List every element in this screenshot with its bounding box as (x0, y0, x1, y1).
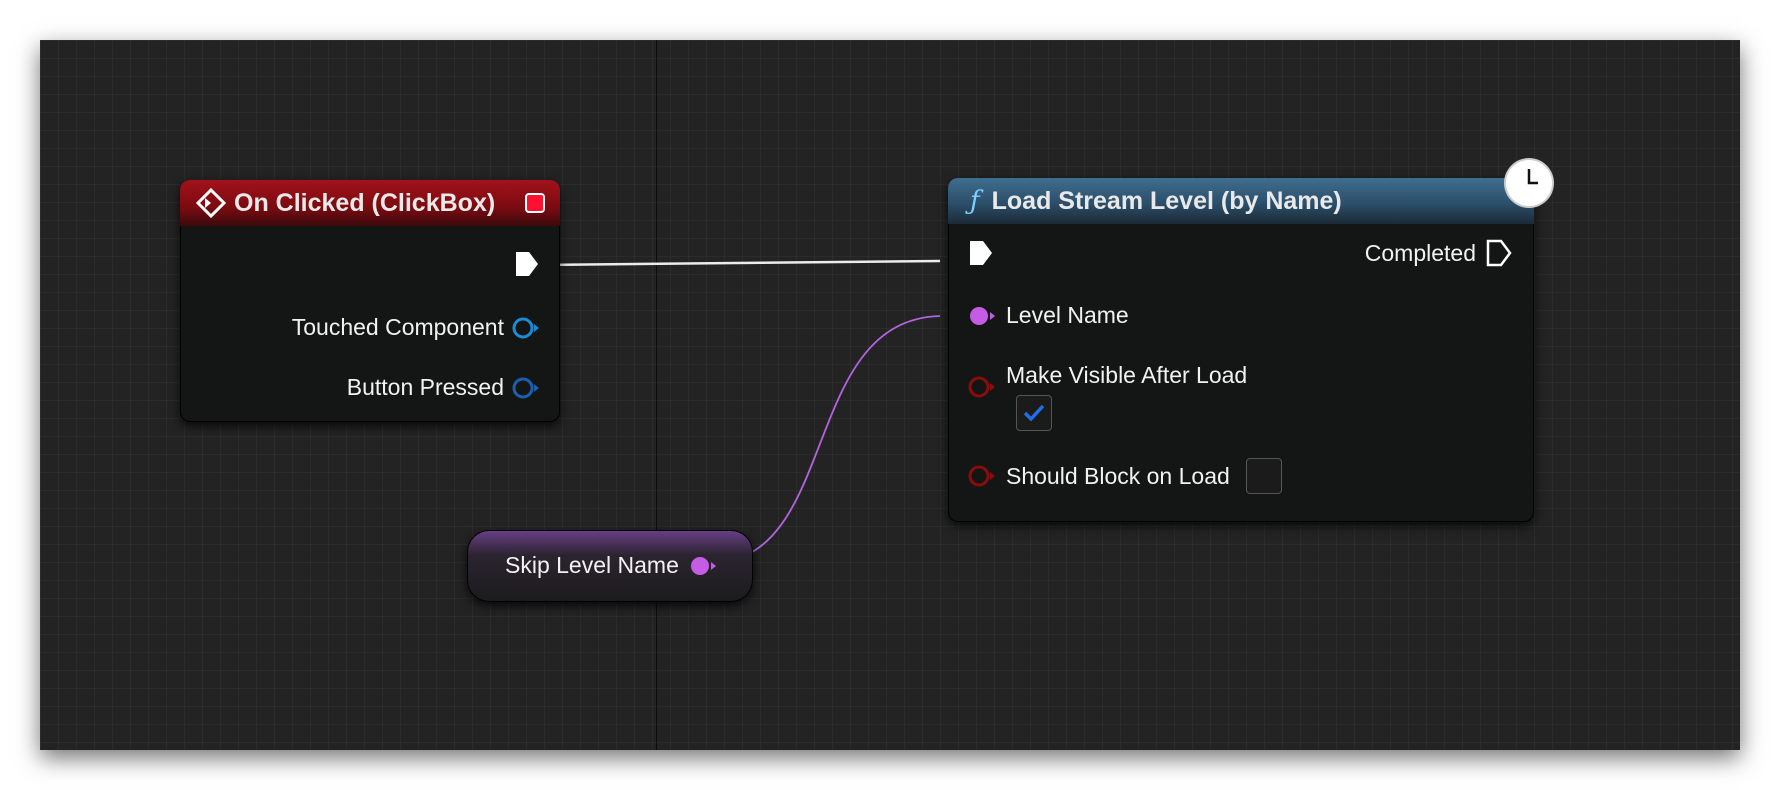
event-node-title: On Clicked (ClickBox) (234, 188, 496, 217)
object-pin-icon[interactable] (512, 316, 540, 340)
clock-icon (1506, 160, 1552, 206)
button-pressed-label: Button Pressed (346, 374, 504, 400)
make-visible-checkbox[interactable] (1016, 395, 1052, 431)
skip-level-name-variable-node[interactable]: Skip Level Name (467, 530, 753, 602)
level-name-label: Level Name (1006, 302, 1129, 328)
function-f-icon: ƒ (970, 186, 980, 216)
completed-label: Completed (1364, 239, 1476, 266)
bool-pin-icon[interactable] (968, 464, 996, 488)
make-visible-row: Make Visible After Load (968, 362, 1247, 431)
should-block-row: Should Block on Load (968, 458, 1282, 494)
wire-layer (537, 259, 941, 564)
exec-in-pin-icon[interactable] (968, 239, 994, 267)
load-stream-level-node[interactable]: ƒ Load Stream Level (by Name) Completed … (948, 160, 1552, 522)
event-exec-out-row (514, 250, 540, 278)
function-exec-in-row (968, 239, 994, 267)
touched-component-label: Touched Component (291, 314, 504, 340)
exec-wire[interactable] (537, 259, 941, 267)
variable-label: Skip Level Name (505, 552, 679, 578)
should-block-checkbox[interactable] (1245, 458, 1282, 494)
exec-out-outline-pin-icon[interactable] (1486, 239, 1512, 267)
on-clicked-event-node[interactable]: On Clicked (ClickBox) Touched Component … (180, 180, 560, 422)
button-pressed-row: Button Pressed (347, 374, 540, 401)
struct-pin-icon[interactable] (512, 376, 540, 400)
level-name-wire[interactable] (711, 315, 941, 564)
replicated-square-icon (524, 192, 546, 214)
blueprint-graph-canvas[interactable]: On Clicked (ClickBox) Touched Component … (40, 40, 1740, 750)
event-node-header[interactable]: On Clicked (ClickBox) (180, 180, 560, 226)
function-node-header[interactable]: ƒ Load Stream Level (by Name) (948, 178, 1534, 224)
name-pin-icon[interactable] (689, 554, 717, 578)
bool-pin-icon[interactable] (968, 375, 996, 399)
should-block-label: Should Block on Load (1006, 462, 1230, 489)
touched-component-row: Touched Component (292, 314, 540, 341)
function-node-title: Load Stream Level (by Name) (991, 186, 1342, 215)
checkmark-icon (1022, 403, 1046, 423)
make-visible-label: Make Visible After Load (1006, 362, 1248, 388)
make-visible-group: Make Visible After Load (1006, 362, 1247, 431)
graph-origin-line (656, 40, 657, 750)
exec-out-pin-icon[interactable] (514, 250, 540, 278)
variable-row: Skip Level Name (505, 552, 717, 579)
event-diamond-icon (196, 188, 226, 218)
level-name-row: Level Name (968, 302, 1129, 329)
name-pin-icon[interactable] (968, 304, 996, 328)
completed-row: Completed (1365, 239, 1512, 267)
